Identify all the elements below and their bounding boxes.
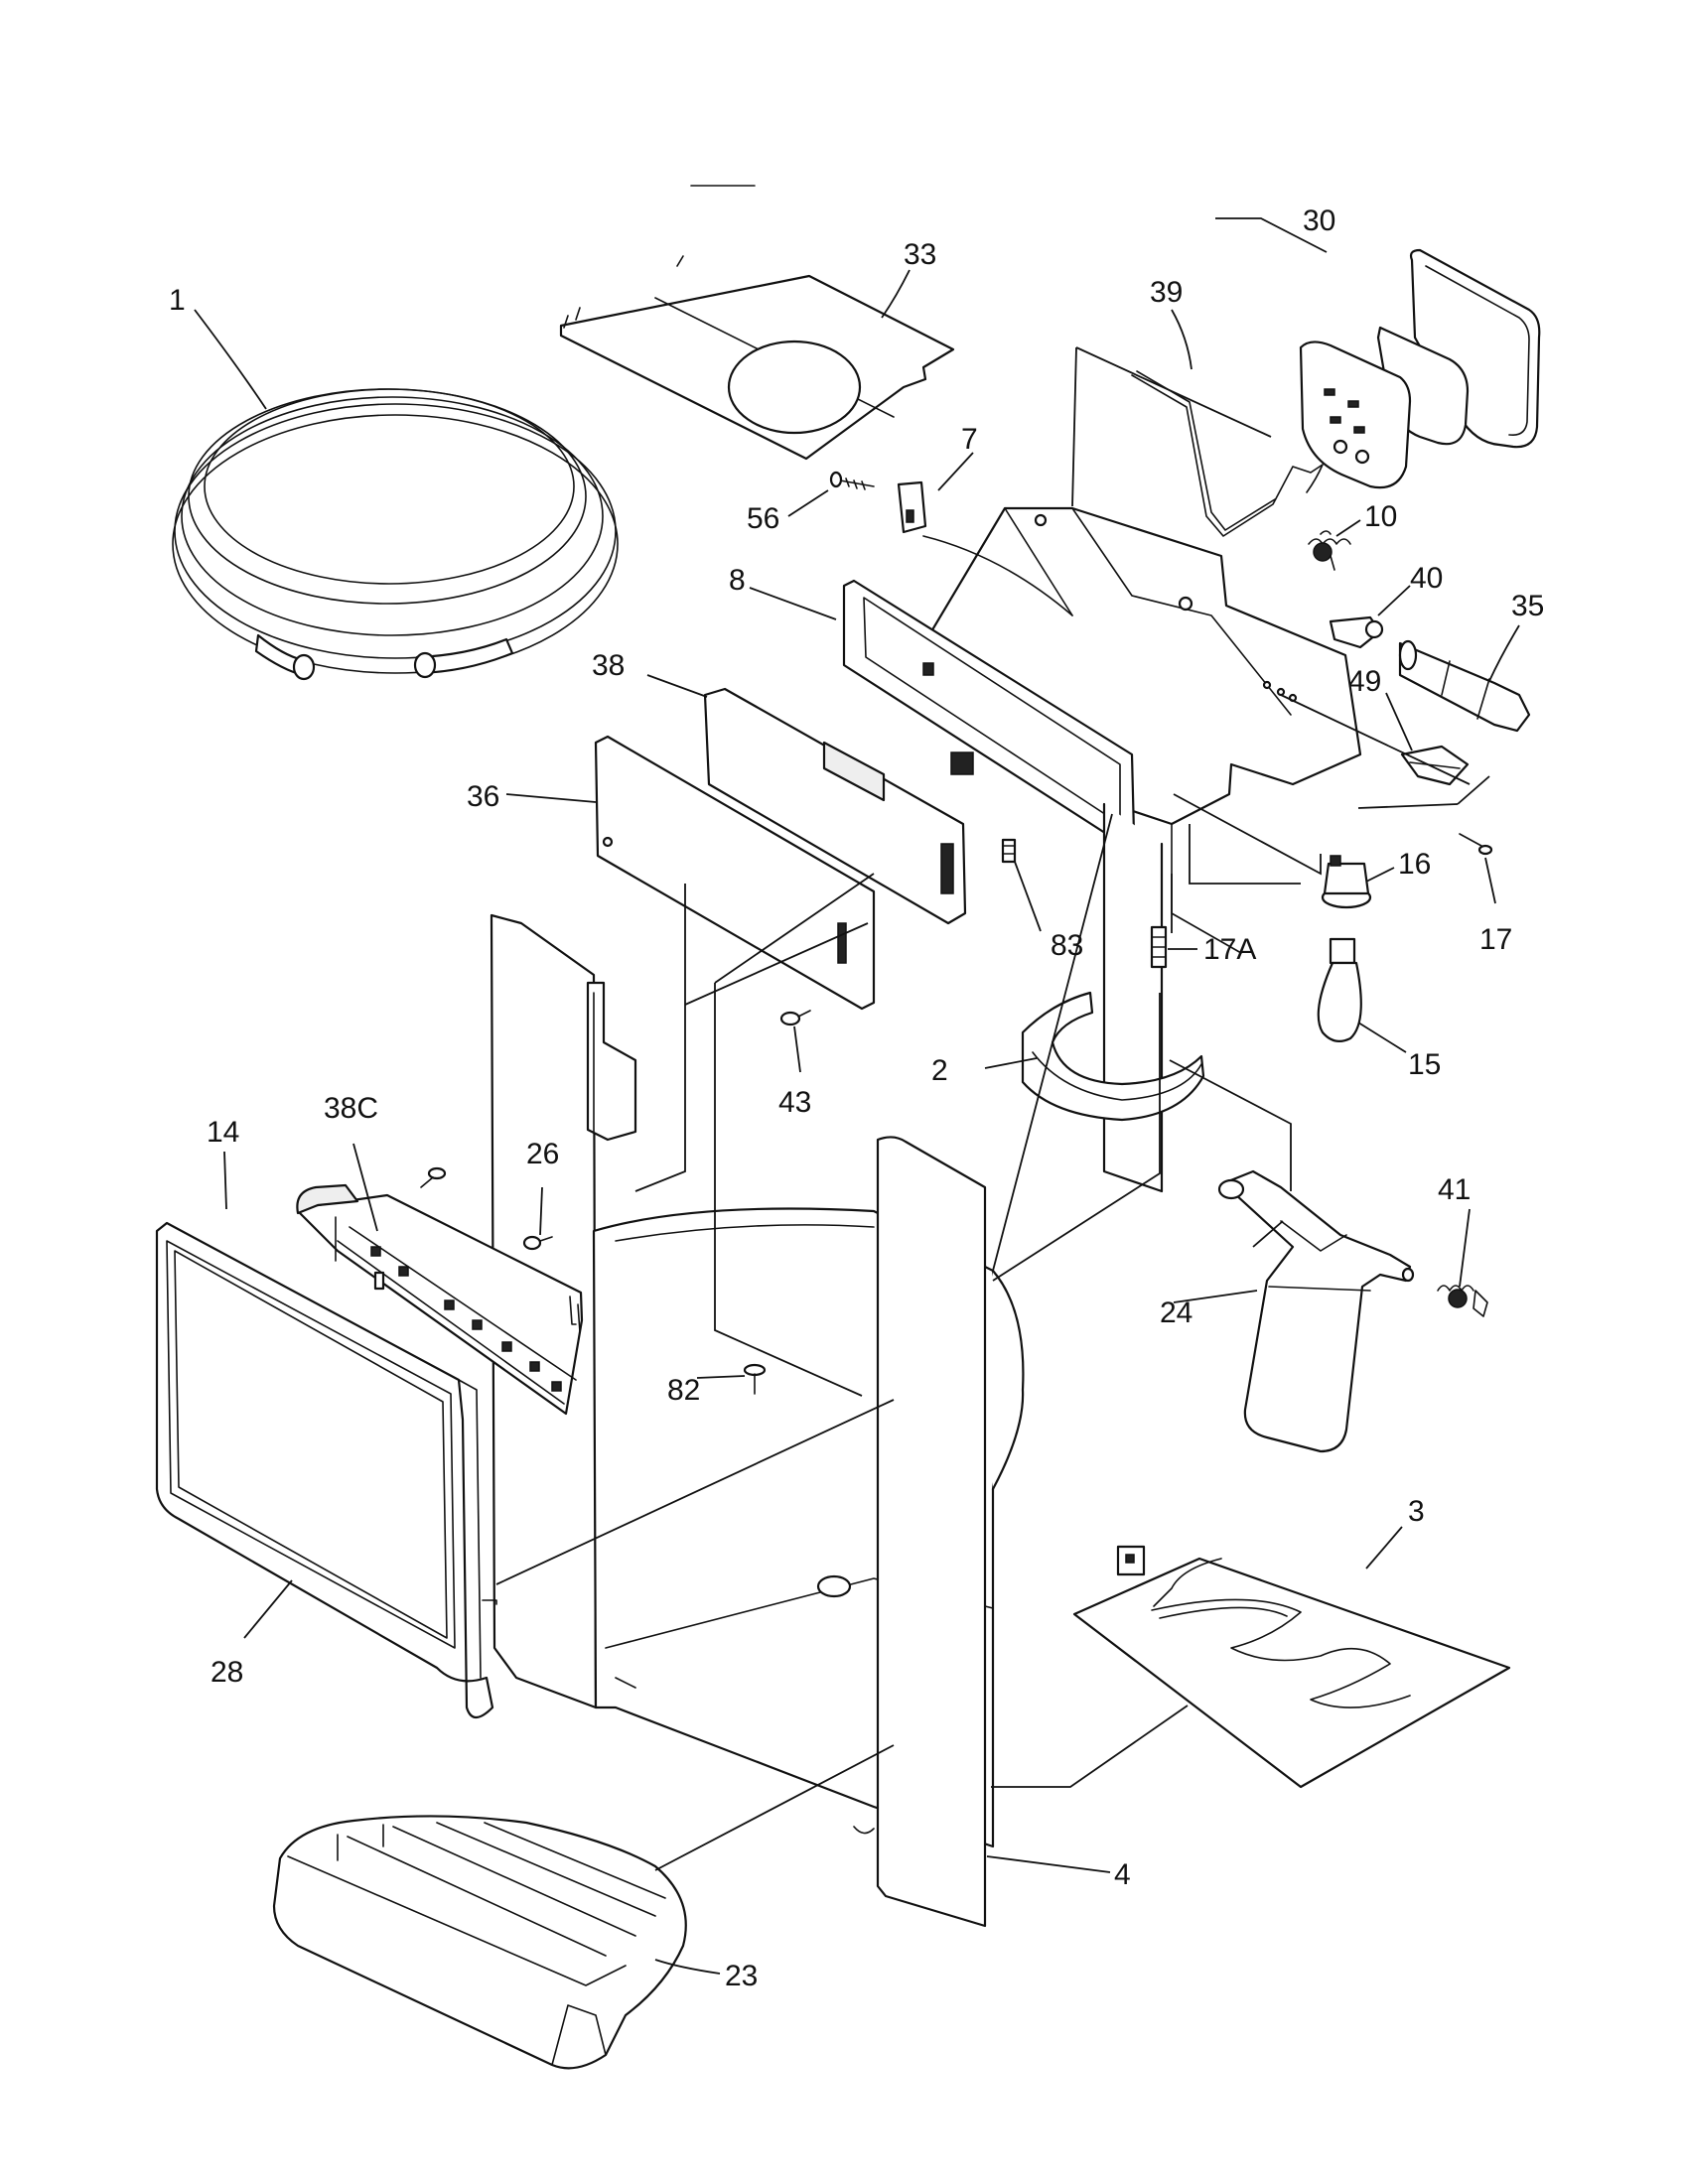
callout-49: 49 bbox=[1348, 665, 1381, 698]
part-41-spring[interactable] bbox=[1437, 1285, 1488, 1317]
callout-7: 7 bbox=[961, 423, 978, 456]
part-10-spring[interactable] bbox=[1308, 530, 1351, 571]
part-3-heater-pad[interactable] bbox=[1072, 1545, 1511, 1789]
part-83-clip[interactable] bbox=[1001, 838, 1017, 864]
part-39-wire-lever[interactable] bbox=[1131, 370, 1324, 537]
callout-38: 38 bbox=[592, 649, 625, 682]
callout-43: 43 bbox=[778, 1086, 811, 1119]
callout-35: 35 bbox=[1511, 590, 1544, 622]
part-14-panel[interactable] bbox=[174, 1250, 448, 1639]
part-26-screw[interactable] bbox=[522, 1235, 553, 1251]
callout-41: 41 bbox=[1438, 1173, 1471, 1206]
callout-33: 33 bbox=[904, 238, 936, 271]
part-17a-clip[interactable] bbox=[1150, 925, 1168, 969]
callout-4: 4 bbox=[1114, 1858, 1131, 1891]
part-38c-keypad-board[interactable] bbox=[296, 1183, 584, 1416]
part-30-housing-assembly[interactable] bbox=[1299, 248, 1541, 489]
part-43-screw[interactable] bbox=[779, 1010, 811, 1026]
part-17-screw[interactable] bbox=[1459, 833, 1493, 856]
callout-40: 40 bbox=[1410, 562, 1443, 595]
part-24-lever-arm[interactable] bbox=[1217, 1169, 1415, 1453]
callout-3: 3 bbox=[1408, 1495, 1425, 1528]
part-23-drip-tray[interactable] bbox=[272, 1815, 687, 2070]
callout-56: 56 bbox=[747, 502, 779, 535]
callout-82: 82 bbox=[667, 1374, 700, 1407]
part-38c-screw[interactable] bbox=[420, 1166, 447, 1188]
callout-26: 26 bbox=[526, 1138, 559, 1170]
part-56-screw[interactable] bbox=[829, 471, 875, 490]
part-1-tubing-coil[interactable] bbox=[172, 388, 619, 681]
part-38-control-board[interactable] bbox=[703, 687, 967, 925]
part-16-light-socket[interactable] bbox=[1321, 855, 1372, 909]
part-33-cover-plate[interactable] bbox=[559, 255, 955, 461]
callout-30: 30 bbox=[1303, 205, 1335, 237]
callout-1: 1 bbox=[169, 284, 186, 317]
callout-17: 17 bbox=[1479, 923, 1512, 956]
callout-17a: 17A bbox=[1203, 933, 1256, 966]
part-36-cover-panel[interactable] bbox=[594, 735, 876, 1011]
part-4-dispenser-body[interactable] bbox=[490, 913, 1025, 1928]
callout-2: 2 bbox=[931, 1054, 948, 1087]
leader-lines bbox=[194, 217, 1520, 1975]
callout-16: 16 bbox=[1398, 848, 1431, 881]
part-40-actuator[interactable] bbox=[1329, 615, 1384, 649]
part-35-solenoid[interactable] bbox=[1398, 639, 1531, 733]
part-82-screw[interactable] bbox=[743, 1363, 767, 1395]
callout-15: 15 bbox=[1408, 1048, 1441, 1081]
callout-14: 14 bbox=[207, 1116, 239, 1149]
callout-83: 83 bbox=[1051, 929, 1083, 962]
callout-labels: 1 33 30 39 7 56 10 8 40 35 38 49 36 16 1… bbox=[169, 205, 1544, 1992]
callout-28: 28 bbox=[210, 1656, 243, 1689]
part-2-curved-guide[interactable] bbox=[1021, 991, 1205, 1122]
part-28-bezel-frame[interactable] bbox=[155, 1221, 497, 1719]
callout-24: 24 bbox=[1160, 1297, 1193, 1329]
callout-8: 8 bbox=[729, 564, 746, 597]
callout-39: 39 bbox=[1150, 276, 1183, 309]
callout-38c: 38C bbox=[324, 1092, 378, 1125]
part-15-light-bulb[interactable] bbox=[1317, 937, 1362, 1043]
callout-23: 23 bbox=[725, 1960, 758, 1992]
callout-10: 10 bbox=[1364, 500, 1397, 533]
callout-36: 36 bbox=[467, 780, 499, 813]
part-7-switch[interactable] bbox=[897, 480, 927, 534]
